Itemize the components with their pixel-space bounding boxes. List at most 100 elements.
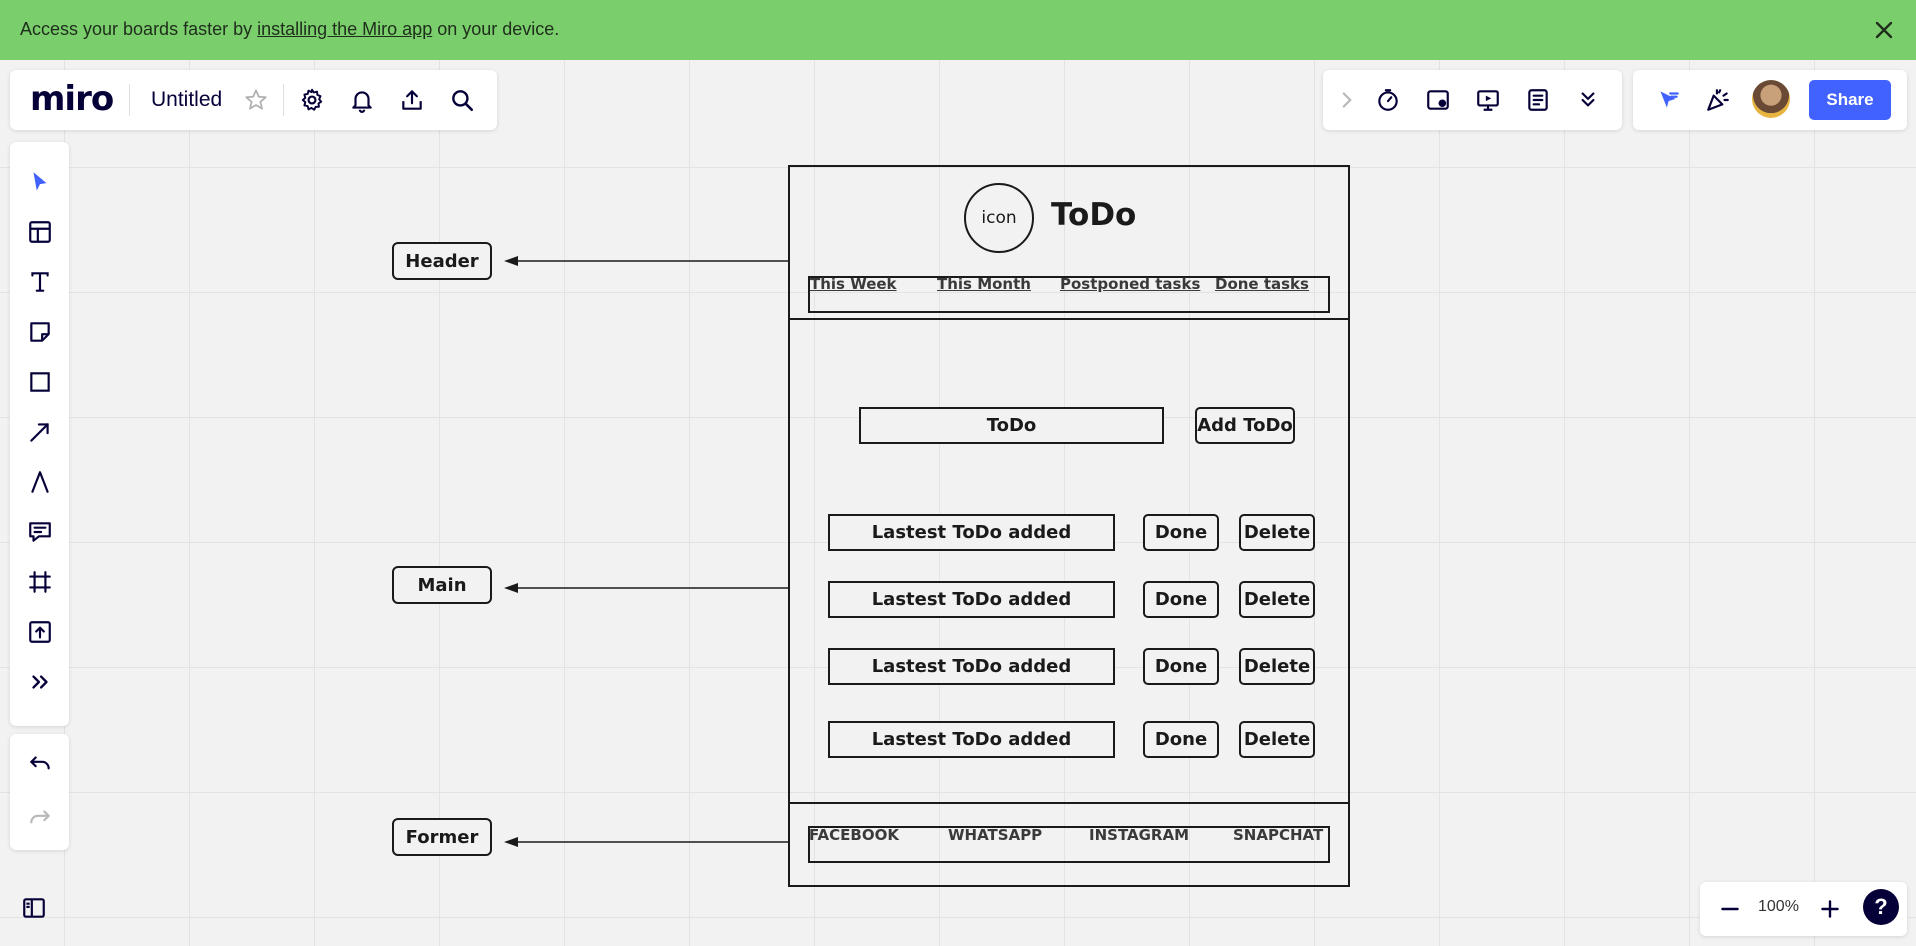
callout-footer[interactable]: Former bbox=[392, 818, 492, 856]
search-button[interactable] bbox=[442, 80, 482, 120]
wireframe-nav-this-week[interactable]: This Week bbox=[810, 275, 897, 293]
more-apps-button[interactable] bbox=[20, 662, 60, 702]
wireframe-footer-snapchat[interactable]: SNAPCHAT bbox=[1233, 826, 1324, 844]
timer-button[interactable] bbox=[1368, 80, 1408, 120]
wireframe-footer-divider bbox=[788, 802, 1350, 804]
celebrate-button[interactable] bbox=[1698, 80, 1738, 120]
notes-icon bbox=[1528, 89, 1548, 111]
wireframe-todo-item[interactable]: Lastest ToDo added bbox=[828, 721, 1115, 758]
wireframe-delete-button[interactable]: Delete bbox=[1239, 721, 1315, 758]
wireframe-delete-button[interactable]: Delete bbox=[1239, 514, 1315, 551]
arrow-icon bbox=[30, 423, 49, 442]
upload-icon bbox=[29, 621, 51, 643]
wireframe-frame[interactable] bbox=[788, 165, 1350, 887]
cards-button[interactable] bbox=[1418, 80, 1458, 120]
close-banner-button[interactable] bbox=[1870, 16, 1898, 44]
zoom-level[interactable]: 100% bbox=[1758, 898, 1799, 915]
share-button[interactable]: Share bbox=[1809, 80, 1891, 120]
wireframe-app-title[interactable]: ToDo bbox=[1051, 197, 1137, 233]
plus-icon bbox=[1821, 900, 1839, 918]
reactions-button[interactable] bbox=[1648, 80, 1688, 120]
wireframe-done-button[interactable]: Done bbox=[1143, 581, 1219, 618]
wireframe-nav-box[interactable] bbox=[808, 276, 1330, 313]
callout-main-arrow[interactable] bbox=[500, 577, 790, 597]
redo-icon bbox=[30, 810, 50, 824]
bell-icon bbox=[352, 91, 372, 113]
wireframe-footer-whatsapp[interactable]: WHATSAPP bbox=[948, 826, 1043, 844]
sticky-note-tool[interactable] bbox=[20, 312, 60, 352]
wireframe-delete-button[interactable]: Delete bbox=[1239, 581, 1315, 618]
wireframe-nav-done[interactable]: Done tasks bbox=[1215, 275, 1309, 293]
board-toolbar bbox=[10, 70, 497, 130]
upload-icon bbox=[402, 90, 422, 110]
export-button[interactable] bbox=[392, 80, 432, 120]
minus-icon bbox=[1721, 907, 1739, 911]
shapes-tool[interactable] bbox=[20, 362, 60, 402]
connection-line-tool[interactable] bbox=[20, 412, 60, 452]
zoom-out-button[interactable] bbox=[1710, 889, 1750, 929]
wireframe-footer-facebook[interactable]: FACEBOOK bbox=[809, 826, 899, 844]
board-title[interactable]: Untitled bbox=[151, 88, 223, 111]
comment-tool[interactable] bbox=[20, 512, 60, 552]
undo-button[interactable] bbox=[20, 744, 60, 784]
avatar[interactable] bbox=[1752, 80, 1790, 118]
history-toolbar bbox=[10, 734, 69, 850]
board-tools-toolbar bbox=[1323, 70, 1622, 130]
close-icon bbox=[1875, 21, 1893, 39]
celebrate-icon bbox=[1707, 89, 1729, 111]
redo-button[interactable] bbox=[20, 798, 60, 838]
wireframe-nav-this-month[interactable]: This Month bbox=[937, 275, 1031, 293]
notes-button[interactable] bbox=[1518, 80, 1558, 120]
gear-icon bbox=[301, 88, 323, 111]
star-button[interactable] bbox=[236, 80, 276, 120]
comment-icon bbox=[29, 522, 51, 542]
install-app-link[interactable]: installing the Miro app bbox=[257, 19, 433, 39]
chevron-right-icon bbox=[1342, 92, 1352, 108]
banner-text-after: on your device. bbox=[432, 19, 560, 39]
toolbar-divider bbox=[129, 84, 130, 116]
text-tool[interactable] bbox=[20, 262, 60, 302]
frame-icon bbox=[29, 571, 51, 593]
banner-text-before: Access your boards faster by bbox=[20, 19, 258, 39]
wireframe-delete-button[interactable]: Delete bbox=[1239, 648, 1315, 685]
frame-tool[interactable] bbox=[20, 562, 60, 602]
more-tools-button[interactable] bbox=[1568, 80, 1608, 120]
wireframe-header-divider bbox=[788, 318, 1350, 320]
callout-header[interactable]: Header bbox=[392, 242, 492, 280]
notifications-button[interactable] bbox=[342, 80, 382, 120]
presentation-button[interactable] bbox=[1468, 80, 1508, 120]
chevrons-right-icon bbox=[32, 675, 48, 689]
wireframe-todo-input[interactable]: ToDo bbox=[859, 407, 1164, 444]
callout-header-arrow[interactable] bbox=[500, 250, 790, 270]
select-tool[interactable] bbox=[20, 162, 60, 202]
sticky-note-icon bbox=[30, 322, 50, 342]
reactions-icon bbox=[1660, 91, 1679, 108]
sidebar-icon bbox=[23, 898, 45, 918]
callout-main[interactable]: Main bbox=[392, 566, 492, 604]
zoom-in-button[interactable] bbox=[1810, 889, 1850, 929]
settings-button[interactable] bbox=[292, 80, 332, 120]
wireframe-todo-item[interactable]: Lastest ToDo added bbox=[828, 514, 1115, 551]
wireframe-done-button[interactable]: Done bbox=[1143, 514, 1219, 551]
help-button[interactable]: ? bbox=[1863, 889, 1899, 925]
wireframe-done-button[interactable]: Done bbox=[1143, 648, 1219, 685]
templates-tool[interactable] bbox=[20, 212, 60, 252]
wireframe-icon-placeholder[interactable]: icon bbox=[964, 183, 1034, 253]
wireframe-footer-instagram[interactable]: INSTAGRAM bbox=[1089, 826, 1190, 844]
expand-toolbar-button[interactable] bbox=[1327, 80, 1367, 120]
wireframe-add-todo-button[interactable]: Add ToDo bbox=[1195, 407, 1295, 444]
undo-icon bbox=[30, 756, 50, 770]
wireframe-footer-box[interactable] bbox=[808, 826, 1330, 863]
rectangle-icon bbox=[30, 372, 50, 392]
miro-logo[interactable]: miro bbox=[30, 79, 114, 119]
star-icon bbox=[245, 89, 267, 110]
callout-footer-arrow[interactable] bbox=[500, 831, 790, 851]
pen-tool[interactable] bbox=[20, 462, 60, 502]
upload-tool[interactable] bbox=[20, 612, 60, 652]
boards-panel-button[interactable] bbox=[14, 888, 54, 928]
wireframe-todo-item[interactable]: Lastest ToDo added bbox=[828, 581, 1115, 618]
wireframe-nav-postponed[interactable]: Postponed tasks bbox=[1060, 275, 1201, 293]
templates-icon bbox=[29, 221, 51, 243]
wireframe-done-button[interactable]: Done bbox=[1143, 721, 1219, 758]
wireframe-todo-item[interactable]: Lastest ToDo added bbox=[828, 648, 1115, 685]
